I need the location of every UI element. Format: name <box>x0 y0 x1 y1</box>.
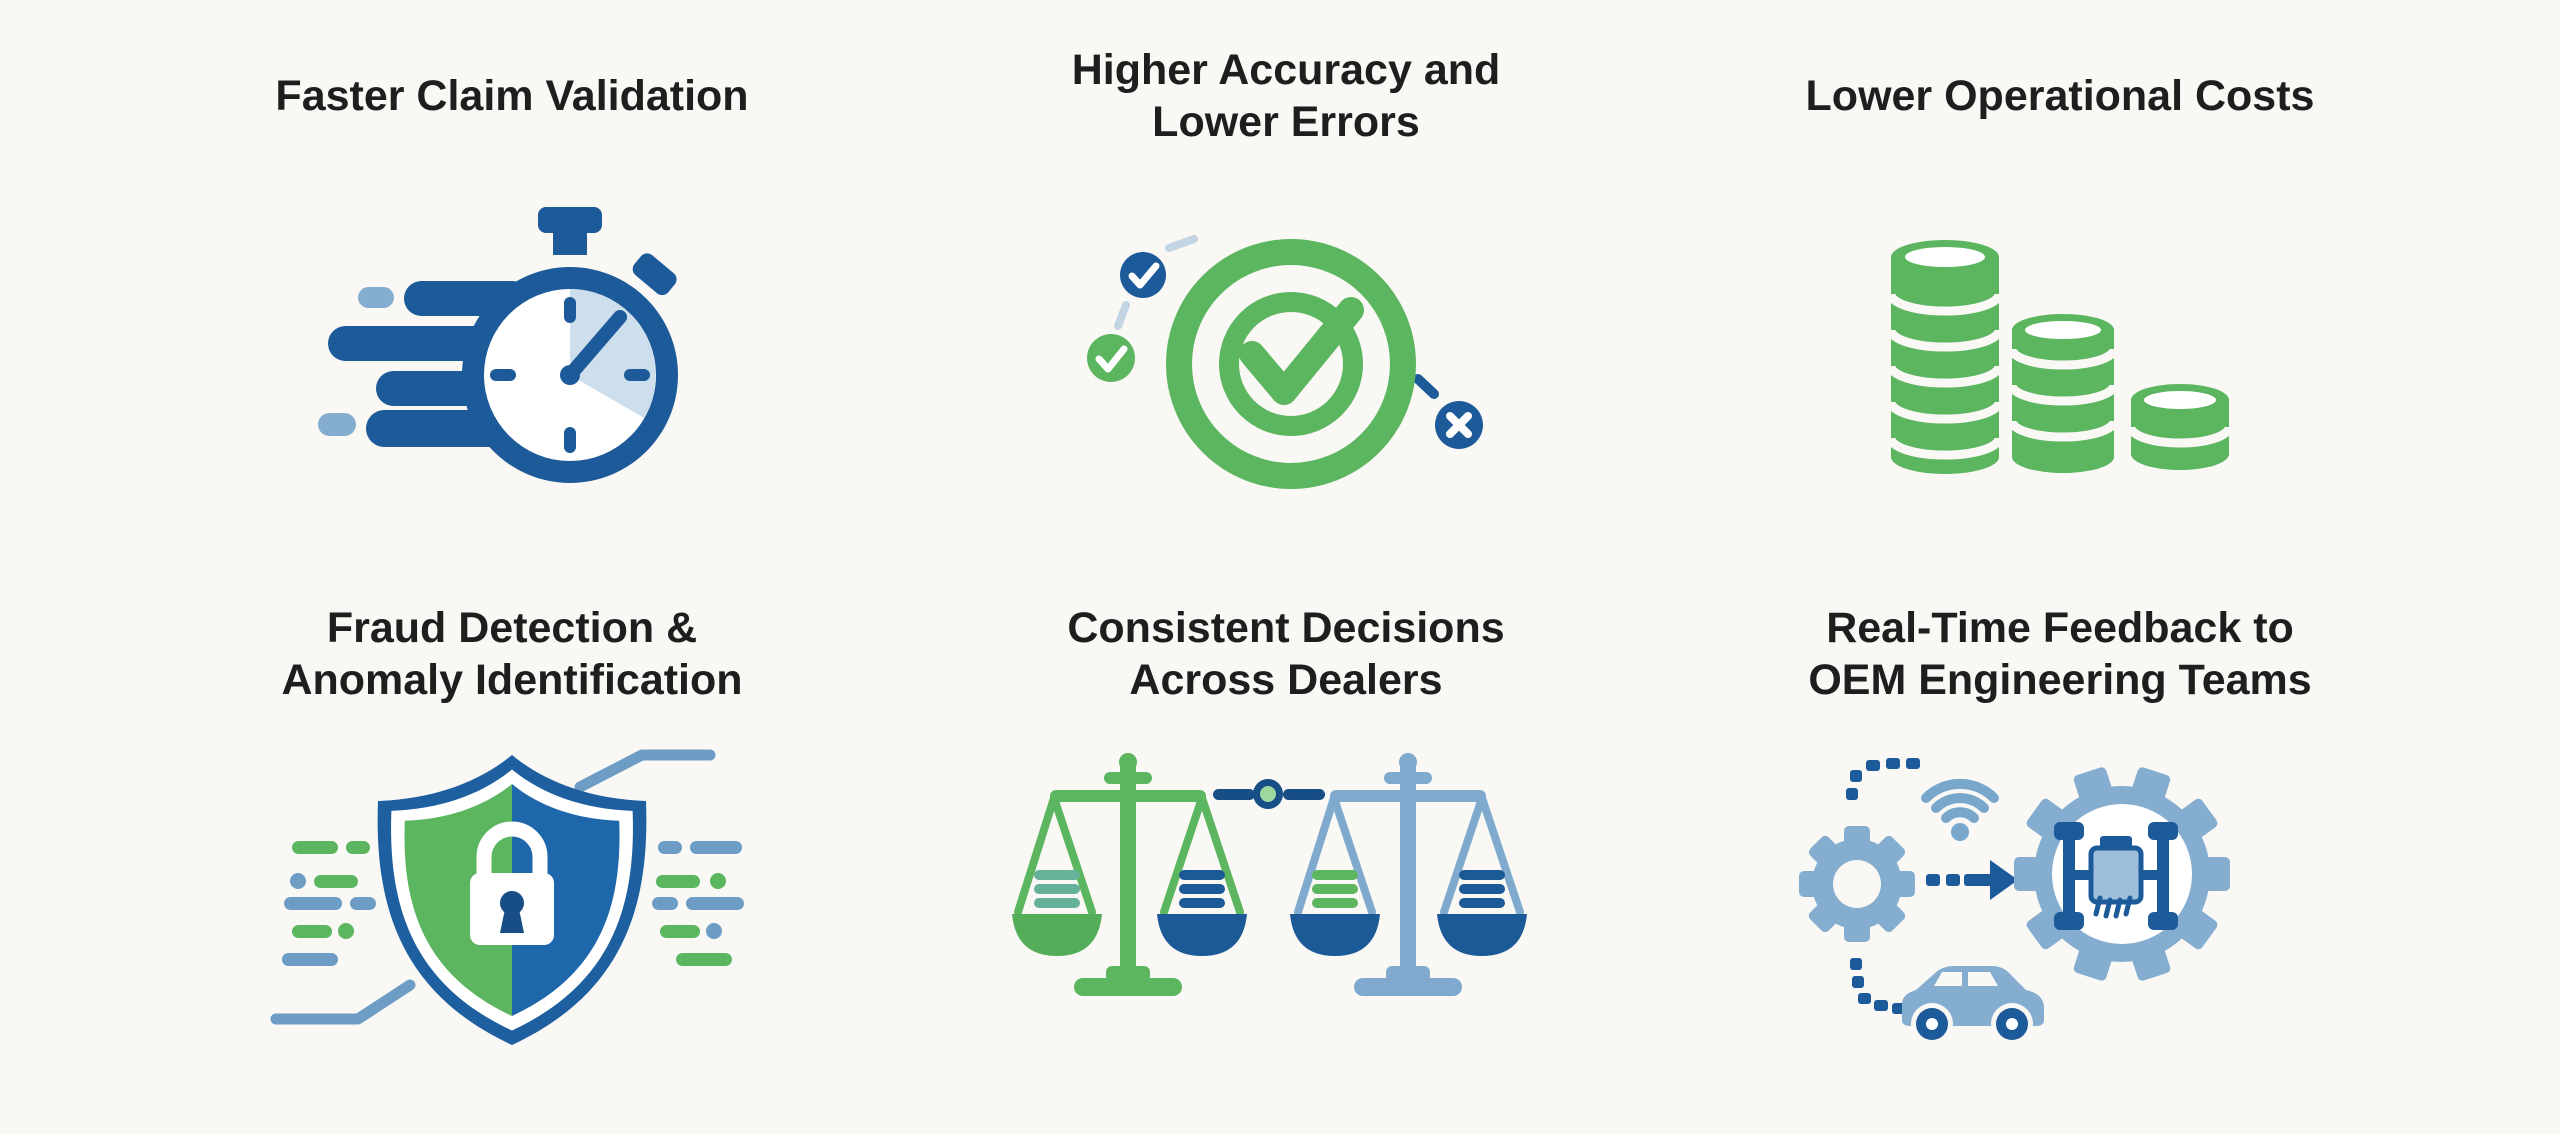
card-title-box: Consistent Decisions Across Dealers <box>1067 588 1504 720</box>
card-title-box: Real-Time Feedback to OEM Engineering Te… <box>1808 588 2311 720</box>
speed-stopwatch-icon <box>318 207 678 483</box>
card-title: Faster Claim Validation <box>275 71 749 120</box>
card-title-box: Fraud Detection & Anomaly Identification <box>281 588 742 720</box>
card-icon-box <box>302 162 722 562</box>
card-icon-box <box>1810 162 2310 562</box>
target-checkmark-icon <box>1087 235 1483 489</box>
feature-card-realtime-feedback: Real-Time Feedback to OEM Engineering Te… <box>1673 562 2447 1134</box>
card-icon-box <box>1006 720 1566 1134</box>
card-title: Real-Time Feedback to OEM Engineering Te… <box>1808 603 2312 704</box>
card-icon-box <box>1066 162 1506 562</box>
card-title: Consistent Decisions Across Dealers <box>1067 603 1505 704</box>
feature-card-lower-costs: Lower Operational Costs <box>1673 0 2447 562</box>
coin-stacks-icon <box>1886 240 2234 474</box>
feature-grid: Faster Claim Validation <box>125 0 2447 1134</box>
card-icon-box <box>1750 720 2370 1134</box>
card-title: Higher Accuracy and Lower Errors <box>1071 45 1501 146</box>
balance-scales-icon <box>1012 753 1527 996</box>
card-title-box: Faster Claim Validation <box>275 30 748 162</box>
card-title: Fraud Detection & Anomaly Identification <box>281 603 743 704</box>
card-title-box: Higher Accuracy and Lower Errors <box>1072 30 1501 162</box>
feature-card-fraud-detection: Fraud Detection & Anomaly Identification <box>125 562 899 1134</box>
shield-lock-icon <box>270 749 744 1045</box>
feature-card-consistent-decisions: Consistent Decisions Across Dealers <box>899 562 1673 1134</box>
card-title-box: Lower Operational Costs <box>1806 30 2315 162</box>
card-icon-box <box>262 720 762 1134</box>
gears-telemetry-icon <box>1799 758 2230 1045</box>
feature-card-faster-claim-validation: Faster Claim Validation <box>125 0 899 562</box>
card-title: Lower Operational Costs <box>1805 71 2315 120</box>
feature-card-higher-accuracy: Higher Accuracy and Lower Errors <box>899 0 1673 562</box>
